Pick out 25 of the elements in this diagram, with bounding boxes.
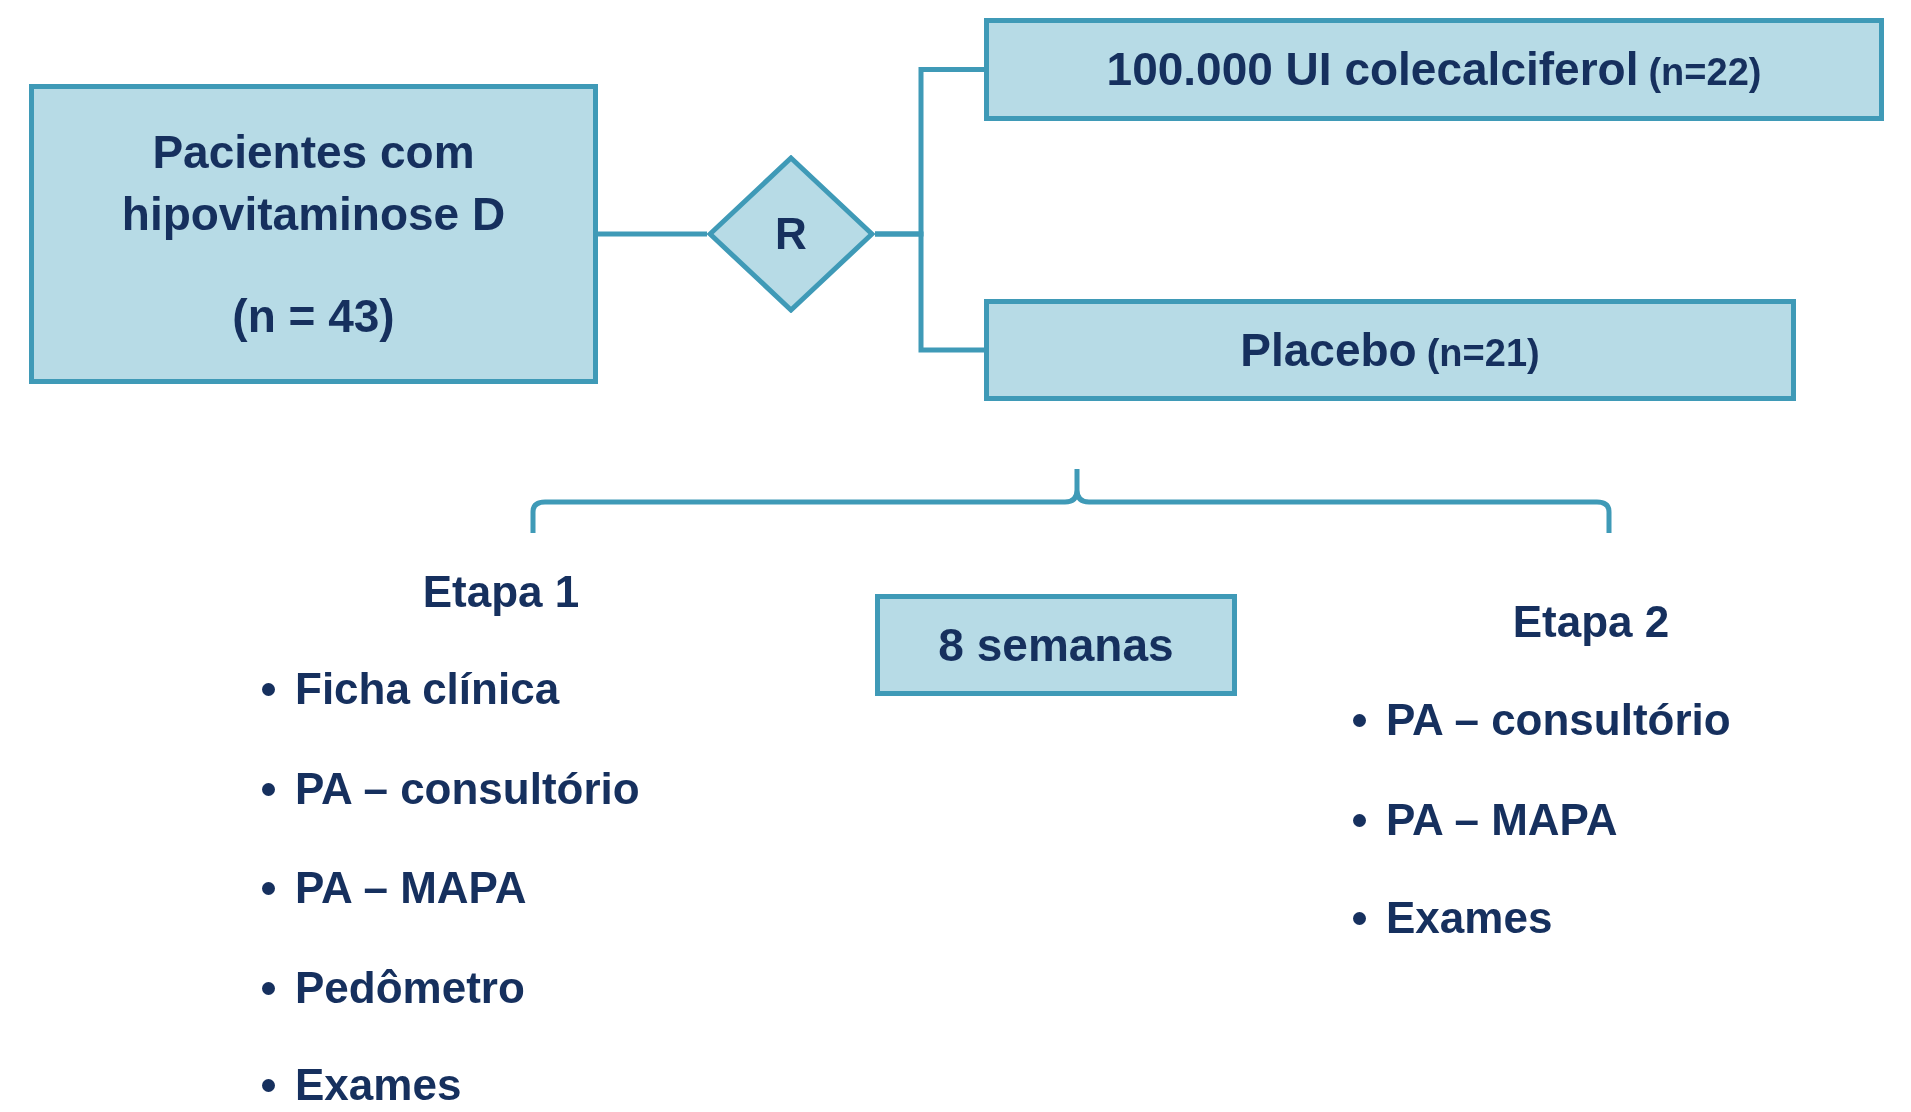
list-item: Exames: [295, 1060, 462, 1110]
group-box: [29, 84, 598, 384]
sample-size: (n = 43): [232, 289, 395, 345]
group-box: [984, 299, 1796, 401]
randomization-diamond: [707, 155, 875, 313]
node-label: Pacientes com hipovitaminose D: [120, 124, 507, 242]
sample-size: (n=22): [1648, 50, 1762, 96]
stage-heading: Etapa 2: [1512, 597, 1670, 647]
list-item: PA – MAPA: [1386, 795, 1618, 845]
node-label: 100.000 UI colecalciferol: [1106, 42, 1639, 98]
group-box: [984, 18, 1884, 121]
list-item: Ficha clínica: [295, 664, 560, 714]
list-item: PA – MAPA: [295, 863, 527, 913]
stage-heading: Etapa 1: [422, 567, 580, 617]
node-label: Placebo: [1240, 322, 1417, 378]
node-label: 8 semanas: [938, 617, 1174, 673]
list-item: Pedômetro: [295, 963, 525, 1013]
node-label: R: [775, 208, 807, 261]
list-item: Exames: [1386, 893, 1553, 943]
sample-size: (n=21): [1426, 330, 1540, 376]
list-item: PA – consultório: [1386, 695, 1731, 745]
connector-line: [598, 231, 707, 237]
list-item: PA – consultório: [295, 764, 640, 814]
connector-line: [875, 231, 984, 353]
group-box: [875, 594, 1237, 696]
